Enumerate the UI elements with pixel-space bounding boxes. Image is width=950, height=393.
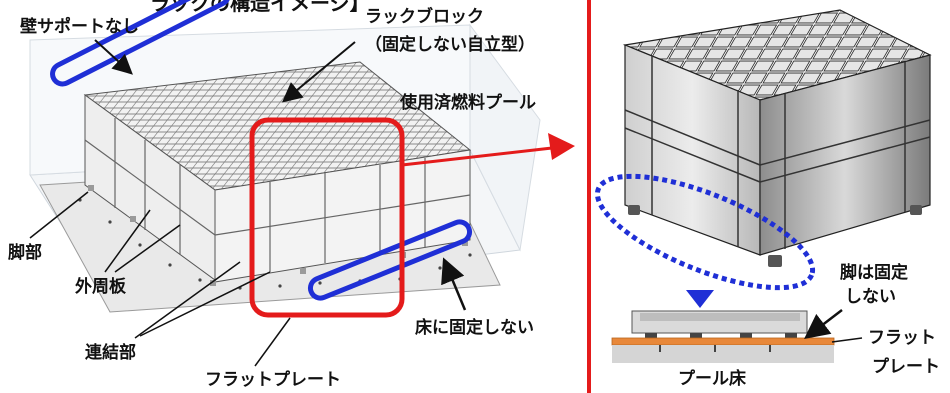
leader-legs-not-fixed xyxy=(804,309,843,340)
detail-highlight-box xyxy=(249,117,405,318)
detail-arrow-head xyxy=(548,133,575,160)
label-pool-floor: プール床 xyxy=(678,368,747,389)
pool-wall-right xyxy=(469,23,541,252)
rack-divisions xyxy=(84,118,471,272)
leader-wall-support xyxy=(94,39,133,75)
legs-highlight-ellipse xyxy=(594,173,816,291)
label-rack-block-2: （固定しない自立型） xyxy=(365,34,535,55)
label-spent-fuel-pool: 使用済燃料プール xyxy=(399,92,536,113)
label-connecting-part: 連結部 xyxy=(85,342,136,363)
detail-arrow-line xyxy=(401,146,553,167)
plate-bolts xyxy=(78,198,472,290)
leader-connecting-part-1 xyxy=(139,271,271,337)
rack-block-side xyxy=(214,149,471,283)
leader-legs xyxy=(29,191,89,239)
label-rack-block-1: ラックブロック xyxy=(365,6,484,27)
rack-detail-side xyxy=(759,54,931,256)
floor-not-fixed-highlight xyxy=(307,219,473,301)
label-legs-not-fixed-1: 脚は固定 xyxy=(840,262,908,283)
label-wall-support: 壁サポートなし xyxy=(20,16,139,37)
label-legs: 脚部 xyxy=(8,242,42,263)
label-not-fixed-floor: 床に固定しない xyxy=(415,317,534,338)
leader-rack-block xyxy=(281,41,356,103)
leader-outer-plate-1 xyxy=(104,209,151,273)
label-flat-plate-right-1: フラット xyxy=(868,328,936,348)
leader-not-fixed-floor xyxy=(441,257,467,311)
legs-detail-pointer xyxy=(686,290,714,308)
rack-detail-legs xyxy=(628,205,922,267)
rack-base-detail-inner xyxy=(640,313,800,321)
label-flat-plate-right-2: プレート xyxy=(872,356,940,377)
leader-flat-plate-right xyxy=(831,337,863,343)
rack-base-feet xyxy=(645,333,797,338)
pool-floor-right xyxy=(612,345,834,363)
label-legs-not-fixed-2: しない xyxy=(845,287,896,307)
plate-anchors xyxy=(659,345,771,352)
label-flat-plate: フラットプレート xyxy=(205,369,341,390)
rack-detail-bands xyxy=(624,56,931,249)
leader-flat-plate xyxy=(254,317,291,367)
wall-support-highlight xyxy=(50,0,231,87)
leader-outer-plate-2 xyxy=(114,224,181,273)
leader-connecting-part-2 xyxy=(134,261,241,339)
label-outer-plate: 外周板 xyxy=(75,276,127,297)
flat-plate-right xyxy=(611,337,835,346)
